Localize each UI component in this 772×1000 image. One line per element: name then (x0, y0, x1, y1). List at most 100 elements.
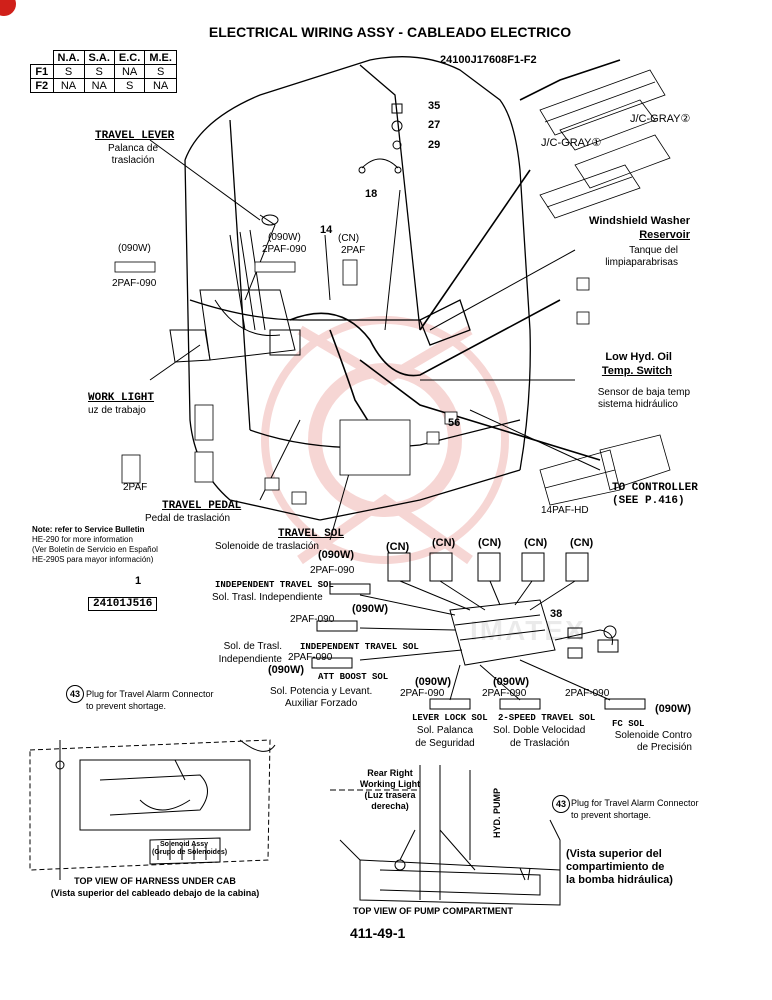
page-title: ELECTRICAL WIRING ASSY - CABLEADO ELECTR… (208, 24, 572, 40)
note-line-3: (Ver Boletín de Servicio en Español (32, 545, 158, 554)
low-oil-es-2: sistema hidráulico (597, 399, 678, 410)
rear-light-4: derecha) (371, 801, 409, 811)
callout-38: 38 (550, 608, 563, 620)
callout-18: 18 (365, 188, 378, 200)
harness-under-cab-view (29, 739, 276, 880)
plug-right-1: Plug for Travel Alarm Connector (571, 798, 699, 808)
options-row-label: F1 (30, 64, 54, 79)
fc-sol-w: (090W) (655, 703, 692, 715)
pump-es-1: (Vista superior del (566, 848, 662, 860)
options-cell: NA (83, 78, 115, 93)
rear-light-1: Rear Right (367, 768, 413, 778)
washer-label-2: Reservoir (639, 229, 690, 241)
conn-2paf-090-a: 2PAF-090 (112, 278, 157, 289)
to-controller-1: TO CONTROLLER (612, 482, 698, 494)
note-line-2: HE-290 for more information (32, 535, 133, 544)
travel-sol-label: TRAVEL SOL (278, 528, 345, 540)
fc-sol-conn: 2PAF-090 (565, 688, 610, 699)
jc-gray-1-label: J/C-GRAY① (541, 137, 602, 149)
indep-sol-2-w: (090W) (352, 603, 389, 615)
travel-sol-es: Solenoide de traslación (215, 541, 319, 552)
two-speed-label: 2-SPEED TRAVEL SOL (498, 713, 596, 723)
travel-lever-label: TRAVEL LEVER (95, 130, 175, 142)
work-light-es: uz de trabajo (88, 405, 146, 416)
options-header-me: M.E. (144, 50, 177, 65)
options-cell: S (144, 64, 177, 79)
lever-lock-es-2: de Seguridad (415, 738, 475, 749)
options-header-row: N.A. S.A. E.C. M.E. (30, 50, 177, 65)
conn-cn-3: (CN) (478, 537, 502, 549)
att-boost-w: (090W) (268, 664, 305, 676)
pump-view-title: TOP VIEW OF PUMP COMPARTMENT (353, 906, 513, 916)
plug-left-2: to prevent shortage. (86, 701, 167, 711)
note-line-4: HE-290S para mayor información) (32, 555, 154, 564)
plug-left-1: Plug for Travel Alarm Connector (86, 689, 214, 699)
service-note: Note: refer to Service Bulletin HE-290 f… (32, 525, 158, 565)
washer-es-1: Tanque del (629, 245, 678, 256)
low-oil-label-2: Temp. Switch (601, 365, 672, 377)
conn-cn-4: (CN) (524, 537, 548, 549)
solenoid-assy-2: (Grupo de Solenoides) (152, 849, 228, 856)
indep-sol-2-es-2: Independiente (218, 654, 282, 665)
att-boost-es-1: Sol. Potencia y Levant. (270, 686, 373, 697)
plug-right-2: to prevent shortage. (571, 810, 652, 820)
options-cell: S (83, 64, 115, 79)
conn-cn-5: (CN) (570, 537, 594, 549)
options-row-label: F2 (30, 78, 54, 93)
fc-sol-es-1: Solenoide Contro (614, 730, 692, 741)
low-oil-es-1: Sensor de baja temp (597, 387, 690, 398)
solenoid-assembly (311, 552, 646, 710)
options-header-blank (30, 50, 54, 65)
options-cell: S (52, 64, 85, 79)
options-table: N.A. S.A. E.C. M.E. F1 S S NA S F2 NA NA… (30, 50, 177, 93)
callout-14: 14 (320, 224, 333, 236)
rear-light-label: Rear Right Working Light (Luz trasera de… (350, 768, 430, 812)
callout-35: 35 (428, 100, 441, 112)
indep-sol-1-w: (090W) (318, 549, 355, 561)
indep-sol-2-label: INDEPENDENT TRAVEL SOL (300, 642, 419, 652)
connector-blocks (114, 259, 590, 505)
part-number-box: 24101J516 (88, 597, 158, 611)
conn-2paf-c: 2PAF (341, 245, 366, 256)
two-speed-es-1: Sol. Doble Velocidad (493, 725, 586, 736)
conn-090w-a: (090W) (118, 243, 151, 254)
options-header-sa: S.A. (83, 50, 115, 65)
washer-label-1: Windshield Washer (589, 215, 690, 227)
lever-lock-conn: 2PAF-090 (400, 688, 445, 699)
pump-es-2: compartimiento de (566, 861, 665, 873)
travel-pedal-label: TRAVEL PEDAL (162, 500, 242, 512)
indep-sol-1-conn: 2PAF-090 (310, 565, 355, 576)
indep-sol-2-es-1: Sol. de Trasl. (223, 641, 282, 652)
callout-1: 1 (135, 575, 142, 587)
two-speed-conn: 2PAF-090 (482, 688, 527, 699)
callout-56: 56 (448, 417, 461, 429)
pump-view-es: (Vista superior del compartimiento de la… (566, 848, 673, 887)
small-parts (358, 103, 403, 174)
travel-lever-assembly (169, 214, 301, 363)
indep-sol-1-es: Sol. Trasl. Independiente (212, 592, 323, 603)
watermark-text: IMATEX (470, 615, 586, 646)
travel-lever-es-1: Palanca de (107, 143, 159, 154)
conn-cn-2: (CN) (432, 537, 456, 549)
to-controller-2: (SEE P.416) (612, 495, 685, 507)
att-boost-conn: 2PAF-090 (288, 652, 333, 663)
part-number: 24100J17608F1-F2 (440, 54, 537, 66)
callout-43-left: 43 (66, 685, 84, 703)
washer-es-2: limpiaparabrisas (605, 257, 678, 268)
options-row-f2: F2 NA NA S NA (30, 78, 177, 93)
lever-lock-es-1: Sol. Palanca (416, 725, 474, 736)
hyd-pump-label: HYD. PUMP (492, 787, 502, 838)
indep-sol-2-conn: 2PAF-090 (290, 614, 335, 625)
conn-2paf-d: 2PAF (123, 482, 148, 493)
page-number: 411-49-1 (350, 925, 406, 941)
rear-light-3: (Luz trasera (364, 790, 416, 800)
cab-outline (184, 56, 531, 521)
options-header-na: N.A. (52, 50, 85, 65)
options-cell: NA (144, 78, 177, 93)
conn-14paf-hd: 14PAF-HD (541, 505, 589, 516)
indep-sol-1-label: INDEPENDENT TRAVEL SOL (215, 580, 334, 590)
fc-sol-es-2: de Precisión (636, 742, 692, 753)
jc-gray-2-label: J/C-GRAY② (630, 113, 691, 125)
wiring-harness (289, 59, 621, 461)
